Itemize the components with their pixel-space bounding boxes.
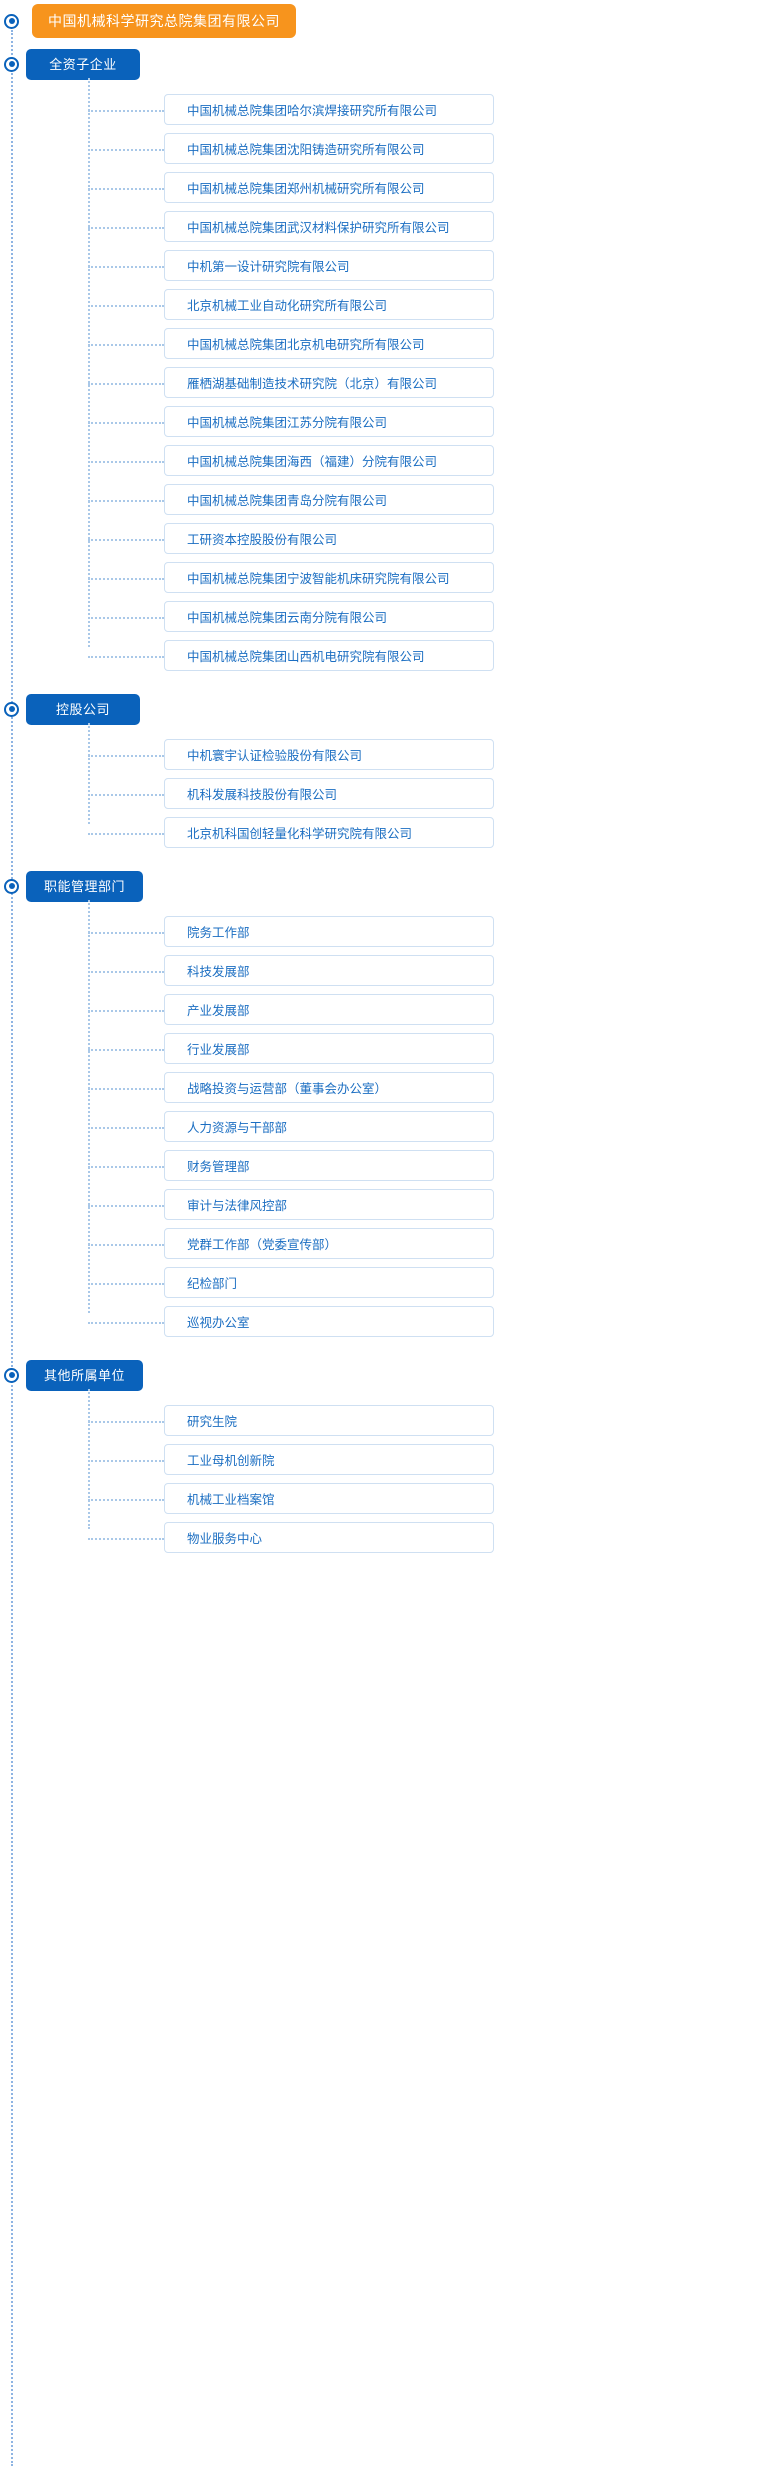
- org-item[interactable]: 中机寰宇认证检验股份有限公司: [164, 739, 494, 770]
- section-header-row: 控股公司: [0, 687, 779, 731]
- org-section: 控股公司中机寰宇认证检验股份有限公司机科发展科技股份有限公司北京机科国创轻量化科…: [0, 687, 779, 864]
- org-item[interactable]: 人力资源与干部部: [164, 1111, 494, 1142]
- org-item-row: 工研资本控股股份有限公司: [88, 519, 779, 558]
- org-item-row: 巡视办公室: [88, 1302, 779, 1341]
- org-item[interactable]: 中国机械总院集团宁波智能机床研究院有限公司: [164, 562, 494, 593]
- org-item[interactable]: 巡视办公室: [164, 1306, 494, 1337]
- section-label[interactable]: 全资子企业: [26, 48, 140, 80]
- section-header-row: 全资子企业: [0, 42, 779, 86]
- org-item-row: 中机寰宇认证检验股份有限公司: [88, 735, 779, 774]
- org-item[interactable]: 中国机械总院集团武汉材料保护研究所有限公司: [164, 211, 494, 242]
- section-children: 院务工作部科技发展部产业发展部行业发展部战略投资与运营部（董事会办公室） 人力资源…: [88, 900, 779, 1353]
- org-item-row: 北京机科国创轻量化科学研究院有限公司: [88, 813, 779, 852]
- org-item-row: 人力资源与干部部: [88, 1107, 779, 1146]
- org-section: 其他所属单位研究生院工业母机创新院机械工业档案馆物业服务中心: [0, 1353, 779, 1569]
- org-item[interactable]: 雁栖湖基础制造技术研究院（北京）有限公司: [164, 367, 494, 398]
- org-item-row: 财务管理部: [88, 1146, 779, 1185]
- org-item[interactable]: 工业母机创新院: [164, 1444, 494, 1475]
- org-item[interactable]: 纪检部门: [164, 1267, 494, 1298]
- org-item-row: 中国机械总院集团江苏分院有限公司: [88, 402, 779, 441]
- org-item[interactable]: 中国机械总院集团哈尔滨焊接研究所有限公司: [164, 94, 494, 125]
- org-item[interactable]: 中国机械总院集团海西（福建）分院有限公司: [164, 445, 494, 476]
- org-item[interactable]: 中国机械总院集团山西机电研究院有限公司: [164, 640, 494, 671]
- org-item[interactable]: 行业发展部: [164, 1033, 494, 1064]
- org-item[interactable]: 中国机械总院集团江苏分院有限公司: [164, 406, 494, 437]
- org-item[interactable]: 工研资本控股股份有限公司: [164, 523, 494, 554]
- org-item-row: 中国机械总院集团哈尔滨焊接研究所有限公司: [88, 90, 779, 129]
- section-children: 中机寰宇认证检验股份有限公司机科发展科技股份有限公司北京机科国创轻量化科学研究院…: [88, 723, 779, 864]
- org-item-row: 战略投资与运营部（董事会办公室）: [88, 1068, 779, 1107]
- org-item-row: 院务工作部: [88, 912, 779, 951]
- org-item[interactable]: 科技发展部: [164, 955, 494, 986]
- org-item-row: 雁栖湖基础制造技术研究院（北京）有限公司: [88, 363, 779, 402]
- org-item-row: 纪检部门: [88, 1263, 779, 1302]
- org-item[interactable]: 中机第一设计研究院有限公司: [164, 250, 494, 281]
- org-item-row: 中国机械总院集团北京机电研究所有限公司: [88, 324, 779, 363]
- org-item-row: 中国机械总院集团武汉材料保护研究所有限公司: [88, 207, 779, 246]
- section-header-row: 其他所属单位: [0, 1353, 779, 1397]
- org-item-row: 审计与法律风控部: [88, 1185, 779, 1224]
- section-children: 中国机械总院集团哈尔滨焊接研究所有限公司中国机械总院集团沈阳铸造研究所有限公司中…: [88, 78, 779, 687]
- org-item-row: 物业服务中心: [88, 1518, 779, 1557]
- org-section: 全资子企业中国机械总院集团哈尔滨焊接研究所有限公司中国机械总院集团沈阳铸造研究所…: [0, 42, 779, 687]
- radio-dot-icon: [4, 1367, 19, 1383]
- sections-container: 全资子企业中国机械总院集团哈尔滨焊接研究所有限公司中国机械总院集团沈阳铸造研究所…: [0, 42, 779, 1569]
- section-header-row: 职能管理部门: [0, 864, 779, 908]
- org-item[interactable]: 战略投资与运营部（董事会办公室）: [164, 1072, 494, 1103]
- org-item[interactable]: 研究生院: [164, 1405, 494, 1436]
- org-item[interactable]: 机科发展科技股份有限公司: [164, 778, 494, 809]
- org-item-row: 北京机械工业自动化研究所有限公司: [88, 285, 779, 324]
- org-item-row: 中国机械总院集团郑州机械研究所有限公司: [88, 168, 779, 207]
- org-item[interactable]: 财务管理部: [164, 1150, 494, 1181]
- org-item[interactable]: 产业发展部: [164, 994, 494, 1025]
- org-item[interactable]: 中国机械总院集团沈阳铸造研究所有限公司: [164, 133, 494, 164]
- org-item-row: 中国机械总院集团青岛分院有限公司: [88, 480, 779, 519]
- org-item-row: 中机第一设计研究院有限公司: [88, 246, 779, 285]
- org-item[interactable]: 机械工业档案馆: [164, 1483, 494, 1514]
- org-item[interactable]: 中国机械总院集团郑州机械研究所有限公司: [164, 172, 494, 203]
- org-item-row: 中国机械总院集团山西机电研究院有限公司: [88, 636, 779, 675]
- org-item-row: 研究生院: [88, 1401, 779, 1440]
- org-section: 职能管理部门院务工作部科技发展部产业发展部行业发展部战略投资与运营部（董事会办公…: [0, 864, 779, 1353]
- org-item-row: 产业发展部: [88, 990, 779, 1029]
- org-item[interactable]: 北京机科国创轻量化科学研究院有限公司: [164, 817, 494, 848]
- org-item-row: 工业母机创新院: [88, 1440, 779, 1479]
- org-item[interactable]: 中国机械总院集团青岛分院有限公司: [164, 484, 494, 515]
- section-label[interactable]: 控股公司: [26, 693, 140, 725]
- org-item[interactable]: 中国机械总院集团云南分院有限公司: [164, 601, 494, 632]
- org-item-row: 中国机械总院集团宁波智能机床研究院有限公司: [88, 558, 779, 597]
- org-item[interactable]: 院务工作部: [164, 916, 494, 947]
- org-item-row: 行业发展部: [88, 1029, 779, 1068]
- section-children: 研究生院工业母机创新院机械工业档案馆物业服务中心: [88, 1389, 779, 1569]
- org-item-row: 党群工作部（党委宣传部）: [88, 1224, 779, 1263]
- org-item[interactable]: 中国机械总院集团北京机电研究所有限公司: [164, 328, 494, 359]
- radio-dot-icon: [4, 878, 19, 894]
- org-item-row: 中国机械总院集团云南分院有限公司: [88, 597, 779, 636]
- section-label[interactable]: 职能管理部门: [26, 870, 144, 902]
- root-node-label[interactable]: 中国机械科学研究总院集团有限公司: [32, 4, 296, 38]
- section-label[interactable]: 其他所属单位: [26, 1359, 144, 1391]
- root-node-row: 中国机械科学研究总院集团有限公司: [0, 0, 779, 42]
- root-spine-connector: [11, 30, 13, 2466]
- radio-dot-icon: [4, 13, 19, 29]
- org-item-row: 机械工业档案馆: [88, 1479, 779, 1518]
- org-item[interactable]: 物业服务中心: [164, 1522, 494, 1553]
- radio-dot-icon: [4, 701, 19, 717]
- org-item-row: 中国机械总院集团沈阳铸造研究所有限公司: [88, 129, 779, 168]
- org-item[interactable]: 党群工作部（党委宣传部）: [164, 1228, 494, 1259]
- org-item[interactable]: 北京机械工业自动化研究所有限公司: [164, 289, 494, 320]
- org-item-row: 科技发展部: [88, 951, 779, 990]
- org-item-row: 机科发展科技股份有限公司: [88, 774, 779, 813]
- org-item-row: 中国机械总院集团海西（福建）分院有限公司: [88, 441, 779, 480]
- radio-dot-icon: [4, 56, 19, 72]
- org-item[interactable]: 审计与法律风控部: [164, 1189, 494, 1220]
